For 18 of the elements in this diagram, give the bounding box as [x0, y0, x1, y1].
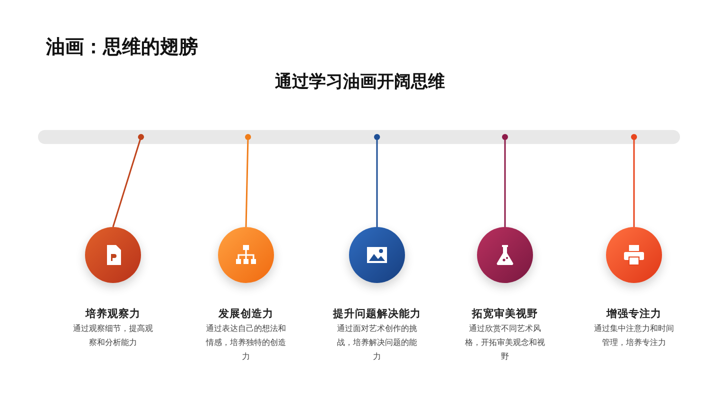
page-title: 油画：思维的翅膀	[46, 35, 198, 60]
timeline-bar	[38, 130, 680, 144]
item-heading: 培养观察力	[86, 307, 140, 321]
item-description: 通过集中注意力和时间管理，培养专注力	[593, 323, 675, 349]
subtitle: 通过学习油画开阔思维	[274, 71, 446, 93]
item-heading: 提升问题解决能力	[333, 307, 421, 321]
item-heading: 发展创造力	[218, 307, 274, 321]
connector-line	[112, 134, 144, 228]
connector-line	[631, 134, 637, 227]
item-heading: 拓宽审美视野	[472, 307, 538, 321]
item-description: 通过表达自己的想法和情感，培养独特的创造力	[204, 323, 287, 363]
item-description: 通过欣赏不同艺术风格，开拓审美观念和视野	[464, 323, 546, 363]
connector-line	[245, 134, 251, 228]
connector-line	[502, 134, 508, 227]
item-description: 通过观察细节，提高观察和分析能力	[72, 323, 154, 349]
item-description: 通过面对艺术创作的挑战，培养解决问题的能力	[336, 323, 418, 363]
item-heading: 增强专注力	[606, 307, 662, 321]
connector-line	[374, 134, 380, 227]
